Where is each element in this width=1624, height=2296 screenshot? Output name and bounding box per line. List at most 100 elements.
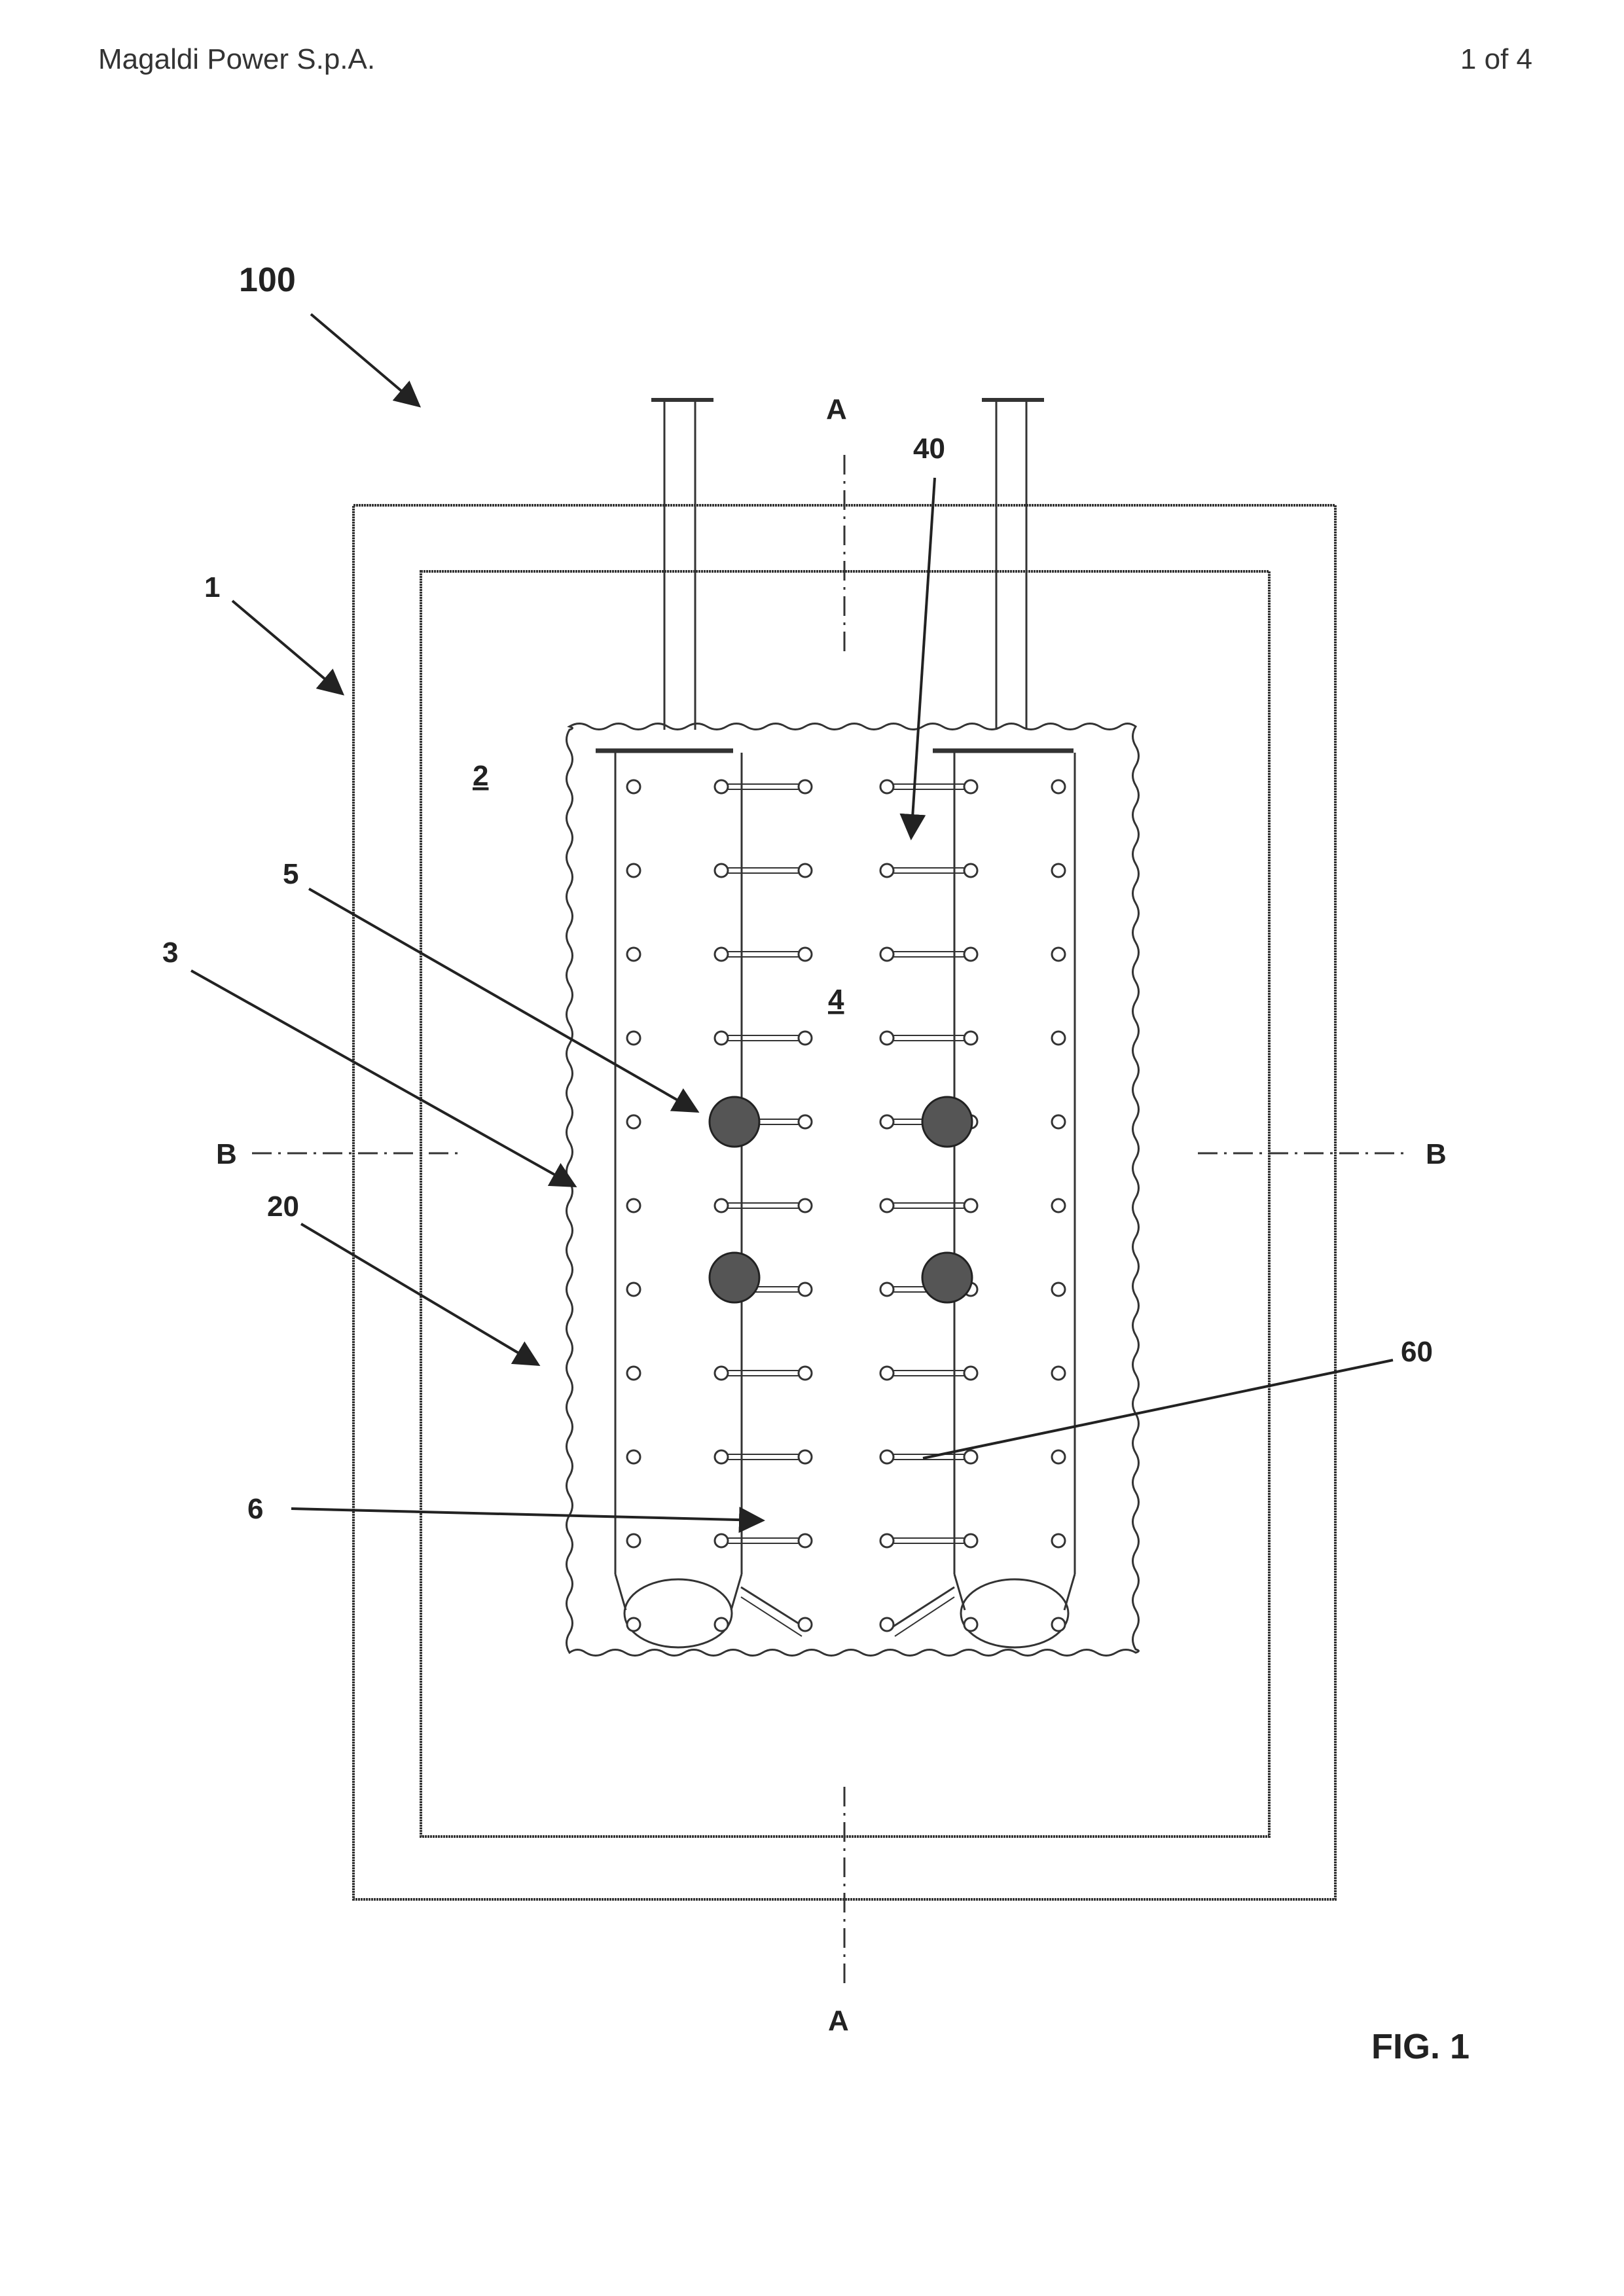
heating-element (710, 1253, 759, 1302)
tube-circle (799, 1367, 812, 1380)
figure-title: FIG. 1 (1371, 2027, 1470, 2066)
tube-circle (1052, 864, 1065, 877)
tube-circle (964, 1534, 977, 1547)
heating-element (922, 1097, 972, 1147)
leader-1 (232, 601, 342, 694)
tube-circle (627, 1367, 640, 1380)
tube-circle (627, 1618, 640, 1631)
tube-circle (880, 1618, 893, 1631)
tube-circle (880, 1534, 893, 1547)
tube-circle (627, 1534, 640, 1547)
tube-circle (964, 1199, 977, 1212)
leader-6 (291, 1509, 763, 1520)
tube-circle (1052, 1199, 1065, 1212)
right-diagonal-link (890, 1587, 954, 1628)
heating-element (922, 1253, 972, 1302)
tube-circle (799, 1283, 812, 1296)
tube-circle (964, 1450, 977, 1463)
tube-circle (627, 1283, 640, 1296)
tube-circle (880, 948, 893, 961)
tube-circle (880, 864, 893, 877)
label-40: 40 (913, 433, 945, 465)
tube-circle (715, 948, 728, 961)
tube-circle (627, 864, 640, 877)
right-diagonal-link-2 (895, 1597, 954, 1636)
section-b-right: B (1426, 1138, 1447, 1170)
tube-circle (799, 1115, 812, 1128)
leader-arrows (191, 314, 1393, 1520)
tube-circle (627, 1031, 640, 1045)
label-1: 1 (204, 571, 220, 603)
tube-circle (1052, 1115, 1065, 1128)
tube-circle (1052, 1450, 1065, 1463)
tube-circle (715, 1367, 728, 1380)
tube-circle (799, 1199, 812, 1212)
label-3: 3 (162, 937, 178, 969)
leader-60 (923, 1360, 1393, 1458)
left-inlet-pipe (651, 400, 713, 730)
tube-circle (799, 864, 812, 877)
tube-circle (880, 1031, 893, 1045)
tube-circle (964, 864, 977, 877)
tube-circle (799, 780, 812, 793)
tube-circle (880, 780, 893, 793)
tube-circle (1052, 780, 1065, 793)
tube-circle (880, 1115, 893, 1128)
tube-circle (627, 1450, 640, 1463)
inner-chamber-wall (421, 571, 1269, 1837)
tube-circle (1052, 1534, 1065, 1547)
tube-circle (799, 1031, 812, 1045)
tube-circle (799, 1618, 812, 1631)
right-inlet-pipe (982, 400, 1044, 730)
tube-circle (1052, 1367, 1065, 1380)
label-5: 5 (283, 858, 298, 890)
label-2: 2 (473, 760, 488, 792)
tube-circle (799, 1450, 812, 1463)
tube-circle (964, 1367, 977, 1380)
tube-circle (880, 1283, 893, 1296)
leader-5 (309, 889, 697, 1111)
tube-circle (715, 1031, 728, 1045)
tube-circle (964, 948, 977, 961)
tube-circle (1052, 948, 1065, 961)
label-100: 100 (239, 261, 296, 299)
tube-circle (715, 1199, 728, 1212)
tube-circle (799, 1534, 812, 1547)
tube-circle (964, 1031, 977, 1045)
label-4: 4 (828, 984, 844, 1016)
tube-circle (880, 1450, 893, 1463)
tube-circle (715, 864, 728, 877)
tube-circle (964, 780, 977, 793)
outer-casing (353, 505, 1335, 1899)
tube-circle (627, 948, 640, 961)
wavy-wall (567, 724, 1139, 1656)
tube-circle (627, 780, 640, 793)
structure-lines (252, 400, 1407, 1988)
heating-elements (710, 1097, 972, 1302)
label-6: 6 (247, 1493, 263, 1525)
leader-100 (311, 314, 419, 406)
tube-circle (880, 1367, 893, 1380)
label-60: 60 (1401, 1336, 1433, 1368)
tube-circle (799, 948, 812, 961)
section-a-top: A (826, 393, 847, 425)
figure-labels: 100 1 2 40 5 3 4 20 60 6 A A B B FIG. 1 (162, 261, 1470, 2066)
left-diagonal-link-2 (741, 1597, 802, 1636)
heating-element (710, 1097, 759, 1147)
tube-circle (715, 1450, 728, 1463)
leader-3 (191, 971, 575, 1186)
tube-circle (715, 780, 728, 793)
section-b-left: B (216, 1138, 237, 1170)
tube-circle (1052, 1283, 1065, 1296)
tube-circle (1052, 1031, 1065, 1045)
tube-circle (1052, 1618, 1065, 1631)
tube-circle (964, 1618, 977, 1631)
section-a-bottom: A (828, 2005, 849, 2037)
label-20: 20 (267, 1191, 299, 1223)
left-diagonal-link (741, 1587, 806, 1628)
tube-circle (880, 1199, 893, 1212)
tube-circle (715, 1534, 728, 1547)
tube-grid (627, 780, 1065, 1631)
